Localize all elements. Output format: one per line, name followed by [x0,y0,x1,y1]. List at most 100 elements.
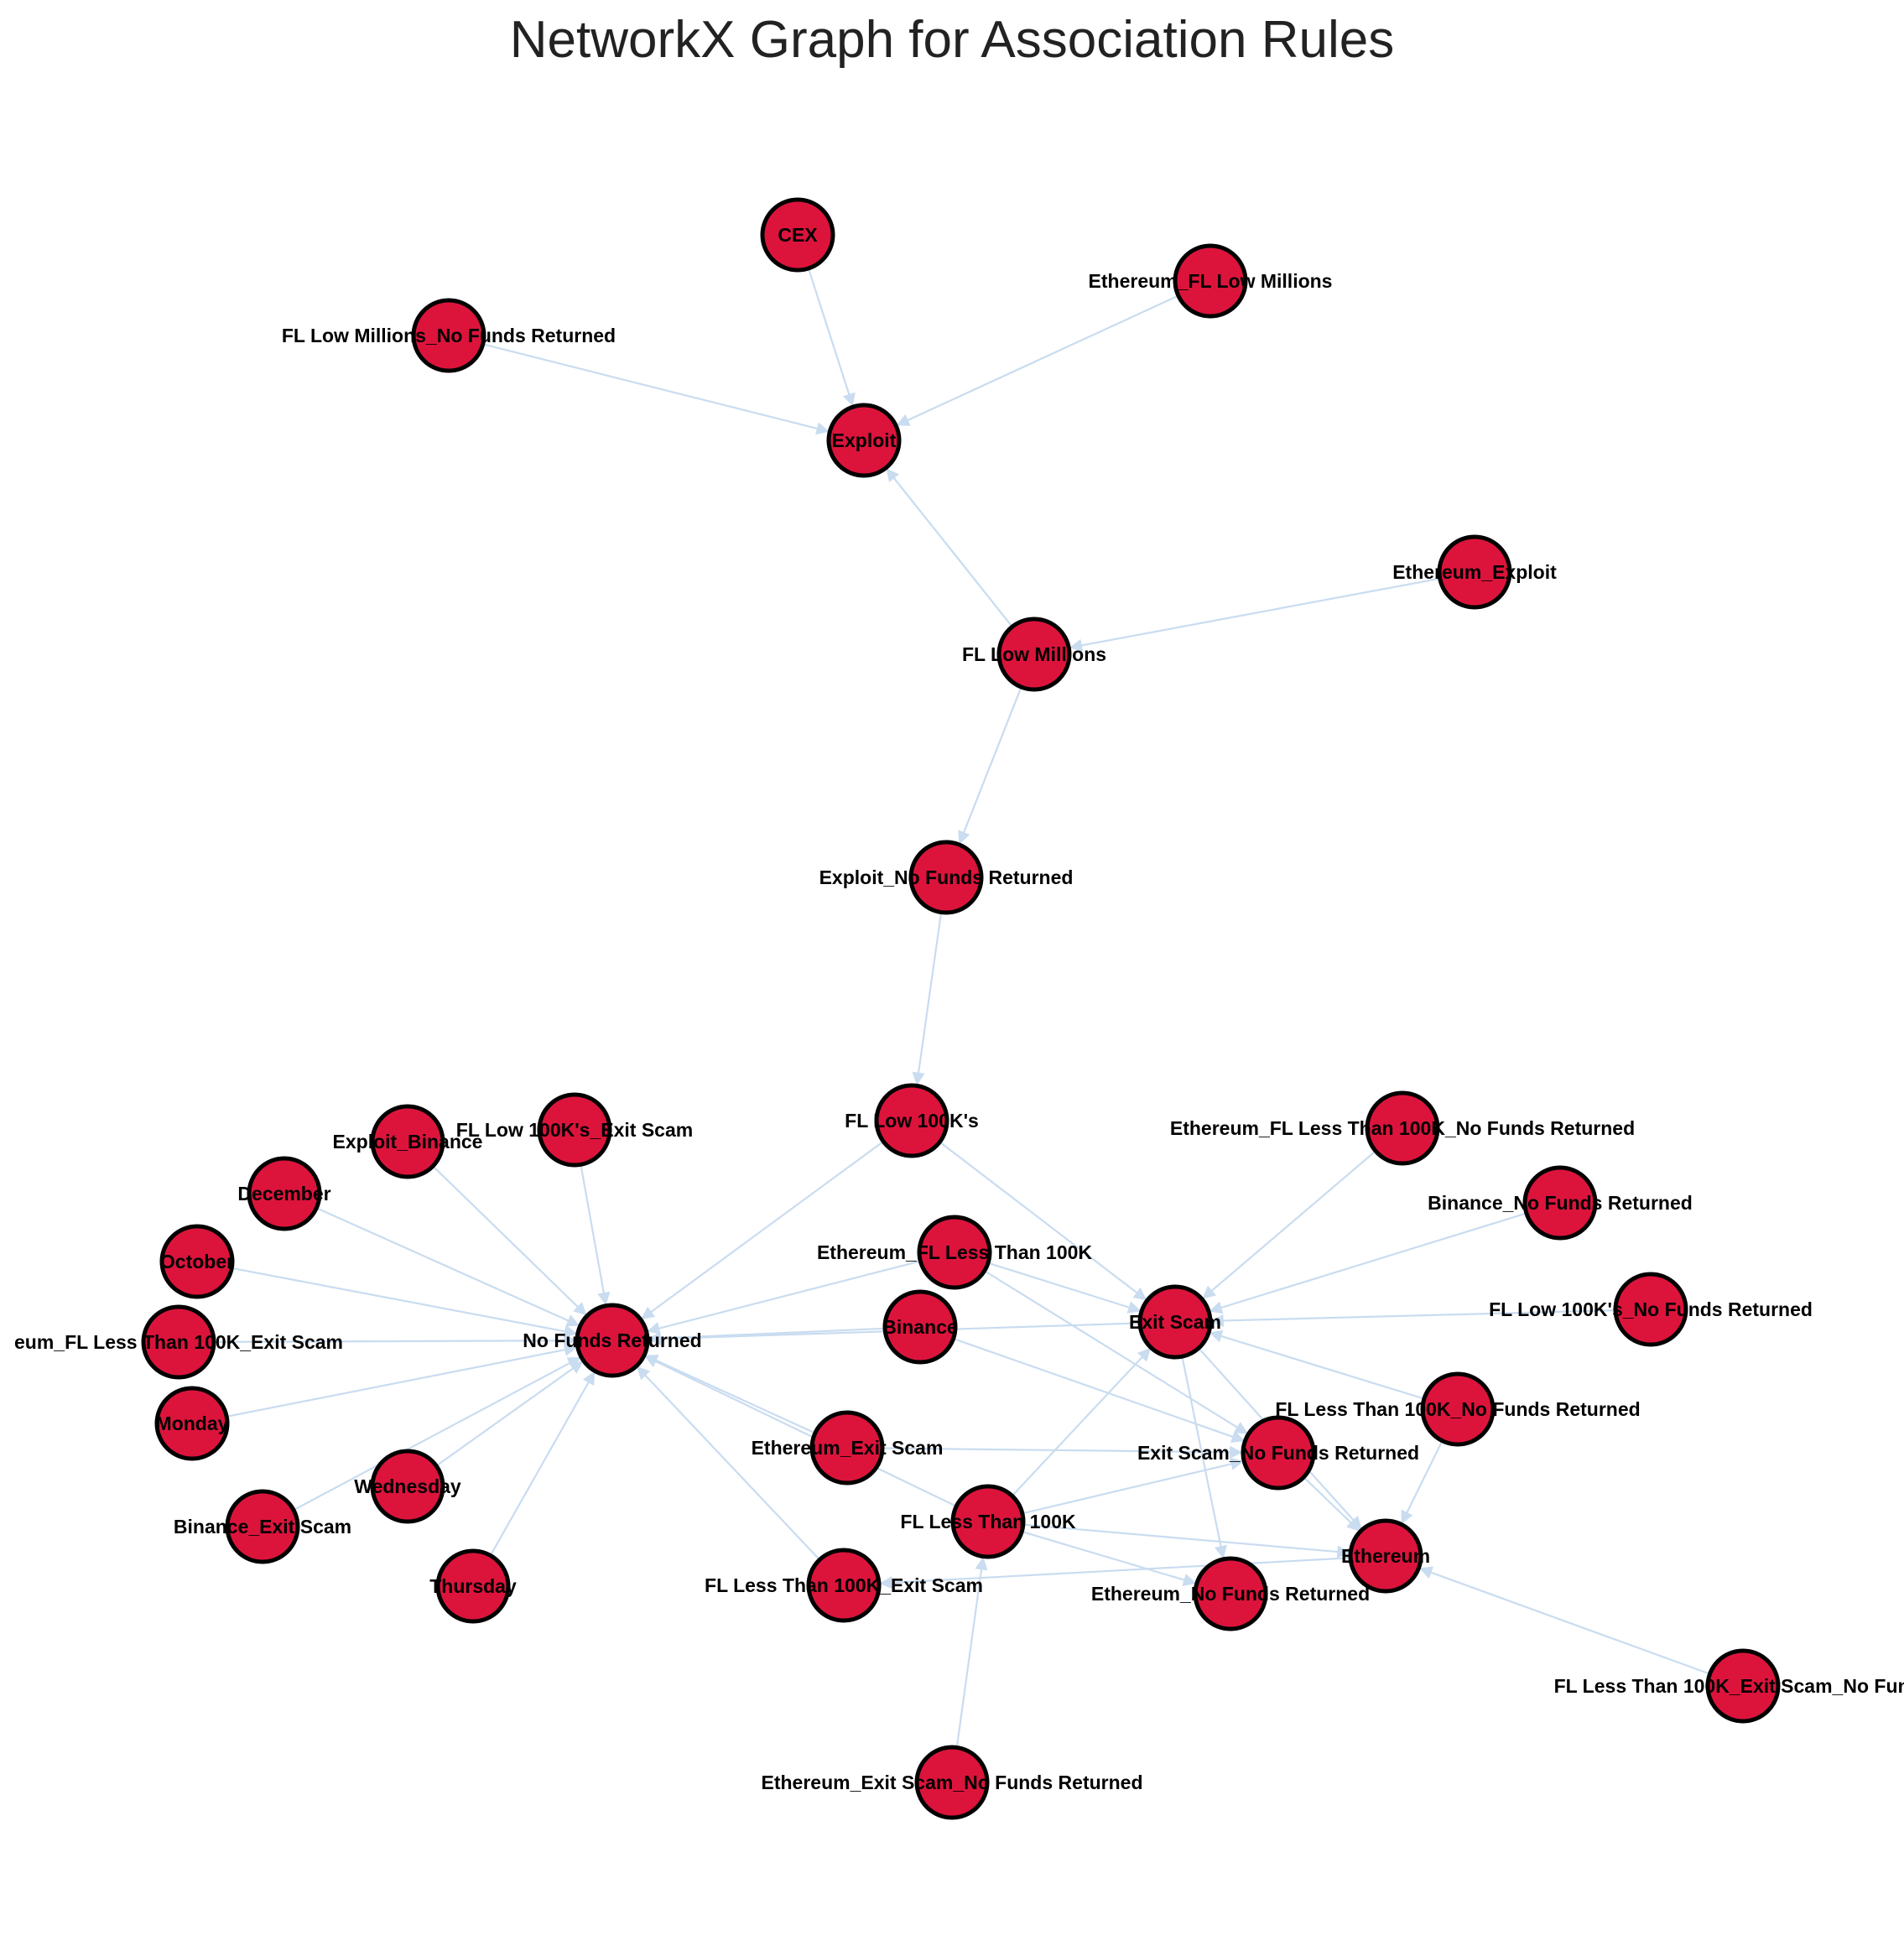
node-eth_exit_scam [809,1410,885,1486]
node-label-cex: CEX [778,224,818,246]
node-label-fl_lt100k_exit_scam_nfr: FL Less Than 100K_Exit Scam_No Funds [1554,1675,1904,1697]
node-binance_nfr [1522,1165,1598,1241]
node-eth_fl_lt100k [917,1215,992,1290]
edge-october-to-no_funds_returned [231,1267,578,1338]
node-eth_fl_low_millions [1173,243,1248,319]
edge-fl_lt100k-to-no_funds_returned [644,1355,957,1507]
edge-eth_fl_lt100k-to-exit_scam_nfr [984,1270,1248,1434]
edge-binance_exit_scam-to-no_funds_returned [293,1356,581,1512]
edge-fl_lt100k-to-ethereum [1022,1523,1350,1558]
node-label-fl_lt100k_exit_scam: FL Less Than 100K_Exit Scam [705,1574,983,1596]
edge-thursday-to-no_funds_returned [489,1371,596,1556]
edge-eth_fl_lt100k_nfr-to-exit_scam [1202,1150,1376,1299]
edge-fl_low_100ks-to-exit_scam [939,1141,1147,1301]
node-wednesday [370,1449,445,1524]
node-label-eth_exit_scam: Ethereum_Exit Scam [752,1437,944,1459]
edge-exit_scam-to-eth_nfr [1181,1355,1227,1559]
node-label-fl_low_100ks_exit_scam: FL Low 100K's_Exit Scam [456,1119,693,1141]
node-label-exploit_nfr: Exploit_No Funds Returned [819,866,1074,888]
labels-layer: CEX Ethereum_FL Low Millions FL Low Millio… [14,224,1904,1793]
node-exploit [826,403,902,478]
node-label-binance: Binance [882,1316,957,1338]
edge-binance_nfr-to-exit_scam [1209,1212,1527,1314]
node-label-exit_scam_nfr: Exit Scam_No Funds Returned [1137,1442,1419,1464]
node-eth_exploit [1437,534,1512,610]
node-label-fl_lt100k: FL Less Than 100K [900,1511,1076,1532]
edge-eth_exit_scam_nfr-to-fl_lt100k [955,1557,988,1748]
edge-eth_exit_scam-to-exit_scam_nfr [882,1445,1243,1460]
node-label-eth_fl_lt100k: Ethereum_FL Less Than 100K [817,1241,1092,1263]
node-ethereum [1348,1518,1423,1594]
edge-cex-to-exploit [807,268,856,407]
edge-fl_lt100k-to-exit_scam [1011,1347,1151,1497]
node-label-december: December [237,1183,330,1205]
node-exit_scam_nfr [1241,1415,1316,1491]
node-thursday [435,1548,511,1624]
node-fl_low_100ks_nfr [1613,1272,1688,1347]
node-exit_scam [1137,1284,1213,1360]
edge-eth_exploit-to-fl_low_millions [1069,577,1440,652]
edge-fl_lt100k_nfr-to-ethereum [1401,1440,1444,1524]
node-binance_exit_scam [225,1489,300,1564]
node-eth_fl_lt100k_nfr [1365,1090,1440,1166]
node-exploit_nfr [908,840,984,915]
edge-fl_lt100k_exit_scam_nfr-to-ethereum [1418,1566,1710,1675]
node-eth_exit_scam_nfr [914,1745,990,1820]
node-exploit_binance [370,1104,445,1179]
edge-monday-to-no_funds_returned [226,1343,578,1418]
node-cex [760,197,835,273]
node-fl_lt100k [950,1484,1026,1559]
edge-exploit_binance-to-no_funds_returned [432,1165,587,1316]
node-label-eth_nfr: Ethereum_No Funds Returned [1091,1583,1370,1605]
node-fl_lt100k_nfr [1420,1371,1496,1447]
node-label-fl_low_100ks: FL Low 100K's [845,1110,979,1132]
edge-eth_fl_low_millions-to-exploit [896,294,1179,426]
edge-binance-to-exit_scam_nfr [953,1337,1245,1444]
edge-fl_lt100k_exit_scam-to-no_funds_returned [637,1366,820,1561]
node-label-binance_exit_scam: Binance_Exit Scam [174,1516,351,1538]
node-monday [154,1386,230,1461]
edge-fl_low_100ks-to-no_funds_returned [641,1140,884,1319]
edge-eth_fl_lt100k-to-exit_scam [987,1262,1142,1314]
node-october [159,1224,235,1299]
node-label-eth_fl_low_millions: Ethereum_FL Low Millions [1089,270,1333,292]
node-fl_low_100ks_exit_scam [537,1092,612,1168]
node-fl_low_100ks [874,1083,949,1158]
node-label-exploit: Exploit [832,429,897,451]
node-label-october: October [160,1251,234,1272]
node-label-fl_low_millions: FL Low Millions [962,643,1106,665]
node-label-exit_scam: Exit Scam [1129,1311,1221,1333]
node-label-wednesday: Wednesday [354,1475,461,1497]
node-label-thursday: Thursday [429,1575,517,1597]
edge-fl_low_100ks_exit_scam-to-no_funds_returned [580,1164,611,1306]
node-label-eth_fl_lt100k_exit_scam: eum_FL Less Than 100K_Exit Scam [14,1331,343,1353]
edge-exit_scam_nfr-to-ethereum [1303,1476,1360,1532]
node-fl_lt100k_exit_scam_nfr [1705,1648,1781,1724]
node-fl_low_millions [996,617,1072,692]
node-label-binance_nfr: Binance_No Funds Returned [1428,1192,1693,1214]
node-label-no_funds_returned: No Funds Returned [523,1329,701,1351]
edge-fl_low_100ks_nfr-to-exit_scam [1210,1309,1616,1328]
edge-exploit_nfr-to-fl_low_100ks [912,912,943,1085]
node-eth_nfr [1193,1556,1268,1631]
node-binance [882,1289,958,1365]
edge-fl_low_millions-to-exploit [886,468,1013,627]
nodes-layer [141,197,1781,1820]
edges-layer [213,268,1710,1748]
edge-fl_lt100k_nfr-to-exit_scam [1209,1329,1425,1400]
node-december [247,1156,322,1231]
edge-fl_lt100k-to-eth_nfr [1021,1530,1197,1586]
edge-eth_fl_lt100k-to-no_funds_returned [647,1260,921,1335]
node-label-exploit_binance: Exploit_Binance [333,1131,483,1153]
edge-fl_low_millions_nfr-to-exploit [482,343,830,435]
node-fl_lt100k_exit_scam [806,1548,882,1623]
node-fl_low_millions_nfr [411,298,486,373]
node-label-eth_fl_lt100k_nfr: Ethereum_FL Less Than 100K_No Funds Retu… [1170,1117,1635,1139]
node-no_funds_returned [575,1303,650,1378]
edge-fl_low_millions-to-exploit_nfr [958,686,1022,845]
node-eth_fl_lt100k_exit_scam [141,1304,216,1380]
node-label-fl_low_millions_nfr: FL Low Millions_No Funds Returned [282,325,616,346]
edge-wednesday-to-no_funds_returned [435,1361,584,1467]
node-label-fl_low_100ks_nfr: FL Low 100K's_No Funds Returned [1489,1298,1813,1320]
